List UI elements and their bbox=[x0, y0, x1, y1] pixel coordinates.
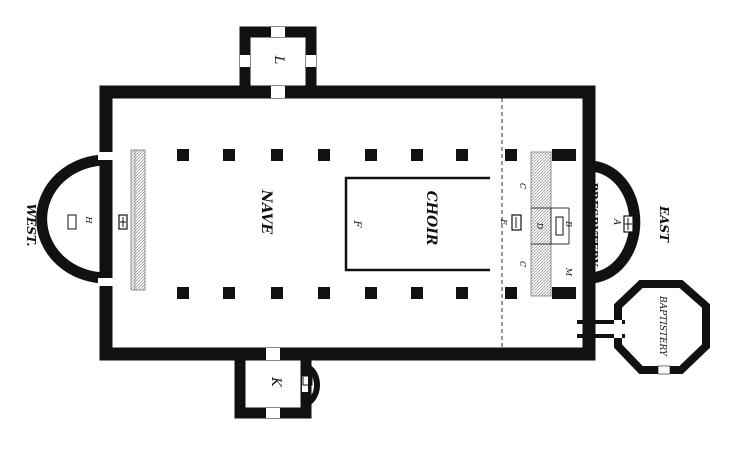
label-choir: CHOIR bbox=[423, 191, 439, 246]
baptistery bbox=[577, 280, 710, 375]
south-tower bbox=[234, 348, 320, 419]
north-tower bbox=[239, 26, 317, 98]
furniture bbox=[67, 214, 634, 236]
south-piers bbox=[177, 287, 576, 299]
label-c1: C bbox=[518, 183, 527, 189]
label-east: EAST bbox=[657, 205, 671, 243]
label-f: F bbox=[351, 220, 362, 229]
label-c2: C bbox=[518, 261, 527, 267]
label-b: B bbox=[564, 220, 573, 227]
west-apse bbox=[36, 152, 114, 286]
label-e: E bbox=[499, 218, 508, 225]
west-seat bbox=[67, 214, 77, 230]
label-m: M bbox=[564, 267, 573, 277]
label-room-l: L bbox=[271, 55, 286, 65]
label-d: D bbox=[535, 222, 544, 230]
label-presbytery: PRESBYTERY bbox=[587, 181, 600, 267]
label-h: H bbox=[84, 216, 93, 225]
label-g: G bbox=[104, 219, 113, 226]
label-west: WEST. bbox=[24, 204, 38, 247]
west-screen bbox=[130, 149, 146, 291]
choir-enclosure bbox=[344, 176, 490, 272]
east-apse bbox=[588, 160, 641, 284]
label-baptistery: BAPTISTERY bbox=[657, 295, 667, 357]
presbytery-table bbox=[555, 216, 564, 236]
label-room-k: K bbox=[268, 376, 283, 388]
north-piers bbox=[177, 149, 576, 161]
east-screen bbox=[530, 151, 570, 297]
main-walls bbox=[99, 85, 596, 361]
plan-labels: NAVE CHOIR PRESBYTERY BAPTISTERY WEST. E… bbox=[24, 55, 671, 388]
label-a: A bbox=[611, 218, 621, 226]
label-nave: NAVE bbox=[258, 189, 274, 235]
